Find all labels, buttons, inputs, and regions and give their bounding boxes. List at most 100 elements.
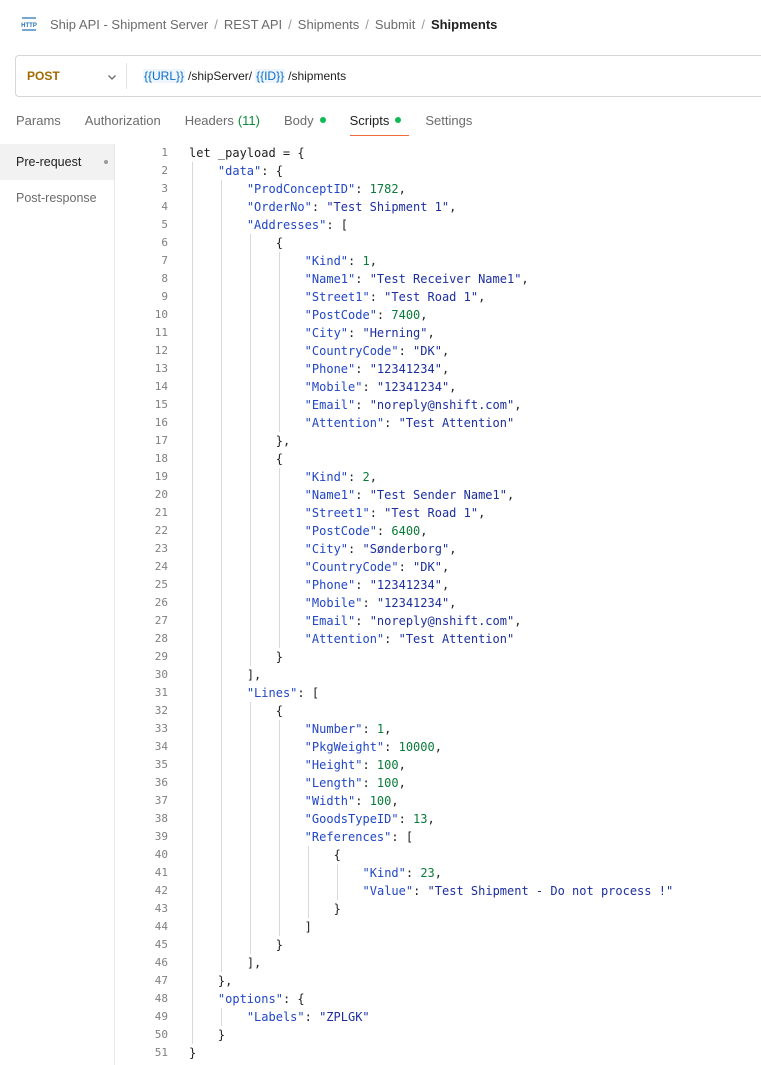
breadcrumb-separator: / <box>214 16 218 32</box>
code-text: let _payload = { <box>189 144 305 162</box>
code-line: 7"Kind": 1, <box>116 252 761 270</box>
code-text: "City": "Herning", <box>305 324 435 342</box>
code-token: "References" <box>304 830 392 844</box>
code-token: 100 <box>376 758 399 772</box>
code-token: , <box>441 344 450 358</box>
code-line: 23 "City": "Sønderborg", <box>116 540 761 558</box>
line-number: 47 <box>154 974 168 987</box>
code-text: "data": { <box>218 162 283 180</box>
code-token: : <box>376 308 392 322</box>
code-token: "Phone" <box>304 362 356 376</box>
code-token: "noreply@nshift.com" <box>369 614 515 628</box>
line-number: 7 <box>161 254 168 267</box>
code-token: : <box>384 416 399 430</box>
code-text: "options": { <box>218 990 305 1008</box>
section-pre-request[interactable]: Pre-request <box>0 144 114 180</box>
line-number: 46 <box>154 956 168 969</box>
code-token: "DK" <box>413 344 442 358</box>
breadcrumb-item[interactable]: Shipments <box>297 16 360 32</box>
indent-guide <box>220 180 222 972</box>
code-token: } <box>217 1028 226 1042</box>
line-number: 5 <box>161 218 168 231</box>
code-text: "Email": "noreply@nshift.com", <box>305 612 522 630</box>
breadcrumb-items: Ship API - Shipment Server / REST API / Ship… <box>50 17 497 32</box>
code-token: "Attention" <box>304 632 385 646</box>
code-text: "Mobile": "12341234", <box>305 378 457 396</box>
code-token: : <box>405 866 421 880</box>
code-text: } <box>189 1044 196 1062</box>
line-number: 3 <box>161 182 168 195</box>
code-text: { <box>276 234 283 252</box>
breadcrumb: HTTP Ship API - Shipment Server / REST API… <box>20 14 497 34</box>
code-token: 13 <box>413 812 428 826</box>
code-token: 1782 <box>369 182 399 196</box>
code-line: 33"Number": 1, <box>116 720 761 738</box>
indent-guide <box>220 1008 222 1026</box>
code-token: : <box>348 254 363 268</box>
code-text: "Kind": 23, <box>363 864 443 882</box>
breadcrumb-item[interactable]: Submit <box>374 16 416 32</box>
code-token: "data" <box>217 164 262 178</box>
code-line: 20"Name1": "Test Sender Name1", <box>116 486 761 504</box>
breadcrumb-item[interactable]: REST API <box>223 16 283 32</box>
code-token: "Street1" <box>304 290 370 304</box>
code-token: , <box>514 398 522 412</box>
line-number: 33 <box>154 722 168 735</box>
code-text: "CountryCode": "DK", <box>305 558 450 576</box>
code-text: "References": [ <box>305 828 413 846</box>
request-tabs: Params Authorization Headers(11) Body Script… <box>16 110 496 136</box>
tab-scripts[interactable]: Scripts <box>349 110 410 136</box>
section-post-response[interactable]: Post-response <box>0 180 114 216</box>
url-input[interactable]: {{URL}}/shipServer/{{ID}}/shipments <box>127 69 349 83</box>
code-token: 1 <box>362 254 370 268</box>
indent-guide <box>249 702 251 954</box>
code-token: , <box>420 308 428 322</box>
code-token: : [ <box>326 218 348 232</box>
code-token: : <box>398 560 414 574</box>
code-token: : <box>362 380 377 394</box>
line-number: 27 <box>154 614 168 627</box>
code-token: : <box>348 542 363 556</box>
code-token: : <box>362 758 377 772</box>
code-line: 15"Email": "noreply@nshift.com", <box>116 396 761 414</box>
code-token: "ProdConceptID" <box>246 182 356 196</box>
svg-text:HTTP: HTTP <box>21 23 37 29</box>
code-line: 26"Mobile": "12341234", <box>116 594 761 612</box>
code-token: "GoodsTypeID" <box>304 812 399 826</box>
code-token: "Street1" <box>304 506 370 520</box>
tab-headers[interactable]: Headers(11) <box>185 110 260 130</box>
line-number: 29 <box>154 650 168 663</box>
line-number: 23 <box>154 542 168 555</box>
code-token: "Test Shipment - Do not process !" <box>427 884 674 898</box>
breadcrumb-item[interactable]: Ship API - Shipment Server <box>50 16 209 32</box>
code-token: "Length" <box>304 776 363 790</box>
tab-label: Scripts <box>349 112 390 128</box>
tab-authorization[interactable]: Authorization <box>85 110 161 130</box>
tab-params[interactable]: Params <box>16 110 61 130</box>
method-select[interactable]: POST <box>16 56 126 96</box>
code-token: : <box>355 362 370 376</box>
method-label: POST <box>27 69 60 83</box>
code-line: 4"OrderNo": "Test Shipment 1", <box>116 198 761 216</box>
code-line: 14"Mobile": "12341234", <box>116 378 761 396</box>
status-dot-icon <box>395 117 402 123</box>
code-token: 1 <box>376 722 385 736</box>
tab-body[interactable]: Body <box>284 110 326 130</box>
section-label: Pre-request <box>16 155 82 169</box>
tab-label: Authorization <box>84 112 161 128</box>
tab-settings[interactable]: Settings <box>425 110 472 130</box>
indent-guide <box>278 720 280 936</box>
breadcrumb-separator: / <box>365 16 369 32</box>
line-number: 11 <box>154 326 168 339</box>
code-token: , <box>449 380 457 394</box>
indent-guide <box>278 468 280 648</box>
code-token: "CountryCode" <box>304 344 399 358</box>
tab-label: Params <box>16 112 61 128</box>
code-token: : <box>355 578 370 592</box>
code-text: "City": "Sønderborg", <box>305 540 457 558</box>
code-token: } <box>275 938 283 952</box>
code-token: , <box>398 182 406 196</box>
code-text: } <box>276 648 283 666</box>
